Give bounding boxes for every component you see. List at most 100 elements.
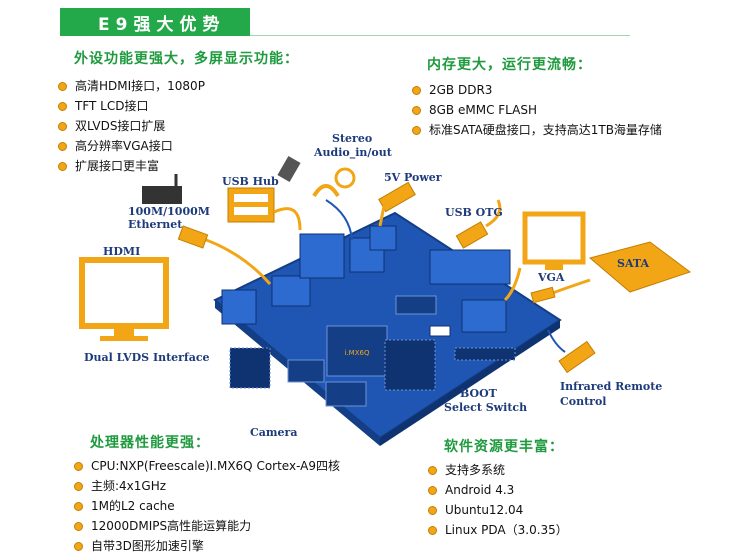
boot-label-line1: BOOT	[460, 387, 497, 400]
sata-port-icon	[461, 299, 507, 333]
lvds-label: Dual LVDS Interface	[84, 351, 210, 364]
list-item: 标准SATA硬盘接口，支持高达1TB海量存储	[412, 120, 662, 140]
router-icon	[142, 186, 182, 204]
pin-header-icon	[384, 339, 436, 391]
vga-label: VGA	[538, 271, 565, 284]
usb-slot-icon	[234, 194, 268, 202]
list-item: 8GB eMMC FLASH	[412, 100, 662, 120]
infrared-label-line1: Infrared Remote	[560, 380, 663, 393]
bullet-icon	[58, 101, 67, 111]
pin-header-icon	[454, 347, 516, 361]
power-plug-icon	[378, 181, 416, 213]
processor-list: CPU:NXP(Freescale)I.MX6Q Cortex-A9四核 主频:…	[74, 456, 340, 556]
banner-title: E9强大优势	[98, 14, 226, 35]
memory-list: 2GB DDR3 8GB eMMC FLASH 标准SATA硬盘接口，支持高达1…	[412, 80, 662, 140]
list-item: Android 4.3	[428, 480, 568, 500]
usb-port-icon	[299, 233, 345, 279]
banner-divider	[250, 35, 630, 36]
bullet-icon	[58, 121, 67, 131]
ethernet-plug-icon	[177, 225, 209, 249]
usb-slot-icon	[234, 207, 268, 215]
stereo-label-line1: Stereo	[332, 132, 373, 145]
list-item: CPU:NXP(Freescale)I.MX6Q Cortex-A9四核	[74, 456, 340, 476]
headphone-icon	[312, 184, 340, 198]
vga-monitor-icon	[522, 211, 586, 265]
bullet-icon	[74, 461, 83, 471]
ethernet-label-line2: Ethernet	[128, 218, 183, 231]
bullet-icon	[428, 465, 437, 475]
usb-hub-label: USB Hub	[222, 175, 279, 188]
cable-icon	[378, 205, 386, 227]
list-item: 高清HDMI接口，1080P	[58, 76, 205, 96]
memory-chip-icon	[325, 381, 367, 407]
cable-icon	[325, 199, 353, 241]
power-label: 5V Power	[384, 171, 442, 184]
bullet-icon	[58, 141, 67, 151]
bullet-icon	[74, 481, 83, 491]
ethernet-jack-icon	[271, 275, 311, 307]
list-item: 高分辨率VGA接口	[58, 136, 205, 156]
list-item: TFT LCD接口	[58, 96, 205, 116]
cable-icon	[485, 199, 502, 228]
monitor-base-icon	[100, 336, 148, 341]
infrared-receiver-icon	[558, 340, 596, 374]
memory-title: 内存更大，运行更流畅：	[427, 57, 592, 73]
sata-plug-icon	[530, 286, 556, 304]
bullet-icon	[58, 161, 67, 171]
peripherals-title: 外设功能更强大，多屏显示功能：	[74, 51, 299, 67]
usb-hub-icon	[227, 187, 275, 223]
ethernet-label-line1: 100M/1000M	[128, 205, 210, 218]
chip-label: i.MX6Q	[345, 349, 370, 357]
peripherals-list: 高清HDMI接口，1080P TFT LCD接口 双LVDS接口扩展 高分辨率V…	[58, 76, 205, 176]
list-item: 2GB DDR3	[412, 80, 662, 100]
memory-chip-icon	[395, 295, 437, 315]
pin-header-icon	[229, 347, 271, 389]
lvds-port-icon	[221, 289, 257, 325]
bullet-icon	[428, 505, 437, 515]
list-item: Linux PDA（3.0.35）	[428, 520, 568, 540]
list-item: 1M的L2 cache	[74, 496, 340, 516]
hdmi-monitor-icon	[79, 257, 169, 329]
bullet-icon	[412, 125, 421, 135]
usb-otg-plug-icon	[455, 221, 489, 249]
bullet-icon	[428, 525, 437, 535]
list-item: Ubuntu12.04	[428, 500, 568, 520]
stereo-label-line2: Audio_in/out	[314, 146, 392, 159]
list-item: 自带3D图形加速引擎	[74, 536, 340, 556]
bullet-icon	[412, 105, 421, 115]
bullet-icon	[58, 81, 67, 91]
cable-icon	[194, 234, 272, 285]
software-list: 支持多系统 Android 4.3 Ubuntu12.04 Linux PDA（…	[428, 460, 568, 540]
list-item: 主频:4x1GHz	[74, 476, 340, 496]
processor-title: 处理器性能更强：	[90, 435, 210, 451]
list-item: 12000DMIPS高性能运算能力	[74, 516, 340, 536]
cable-icon	[273, 207, 302, 231]
software-title: 软件资源更丰富：	[444, 439, 564, 455]
cable-icon	[547, 329, 566, 353]
hdmi-label: HDMI	[103, 245, 141, 258]
flash-drive-icon	[277, 155, 301, 183]
cable-icon	[503, 267, 522, 302]
boot-label-line2: Select Switch	[444, 401, 528, 414]
list-item: 双LVDS接口扩展	[58, 116, 205, 136]
bullet-icon	[74, 521, 83, 531]
bullet-icon	[74, 501, 83, 511]
monitor-stand-icon	[114, 326, 134, 336]
monitor-stand-icon	[545, 262, 563, 270]
list-item: 扩展接口更丰富	[58, 156, 205, 176]
usb-otg-label: USB OTG	[445, 206, 503, 219]
bullet-icon	[74, 541, 83, 551]
sata-drive-icon	[588, 241, 692, 293]
camera-label: Camera	[250, 426, 298, 439]
microphone-icon	[334, 167, 356, 189]
vga-port-icon	[429, 249, 511, 285]
power-jack-icon	[369, 225, 397, 251]
boot-switch-icon	[429, 325, 451, 337]
bullet-icon	[412, 85, 421, 95]
memory-chip-icon	[287, 359, 325, 383]
infrared-label-line2: Control	[560, 395, 607, 408]
list-item: 支持多系统	[428, 460, 568, 480]
sata-label: SATA	[617, 257, 649, 270]
page-banner: E9强大优势	[60, 8, 250, 36]
